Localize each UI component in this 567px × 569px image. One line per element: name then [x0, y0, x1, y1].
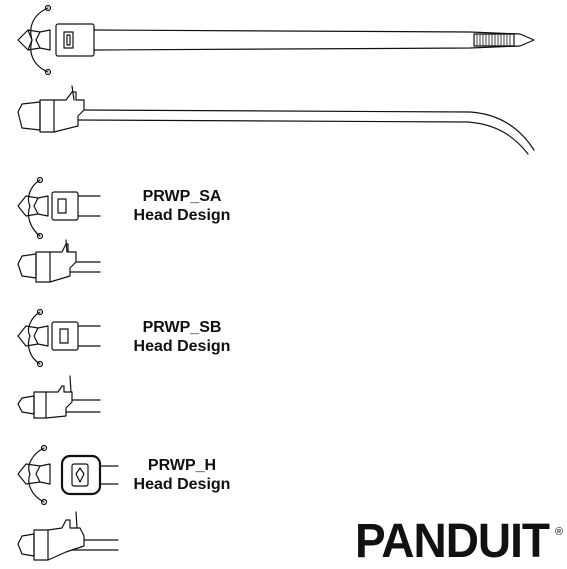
prwp-sb-caption: Head Design	[133, 338, 231, 355]
prwp-sa-label: PRWP_SA Head Design	[112, 187, 252, 225]
prwp-h-top-view	[17, 444, 119, 506]
full-tie-side-view	[17, 85, 535, 155]
prwp-sa-side-view	[17, 239, 101, 283]
logo-wordmark: PANDUIT	[355, 512, 550, 568]
prwp-sb-name: PRWP_SB	[142, 319, 222, 336]
prwp-sa-name: PRWP_SA	[142, 188, 222, 205]
prwp-sa-caption: Head Design	[133, 207, 231, 224]
prwp-h-label: PRWP_H Head Design	[112, 456, 252, 494]
registered-mark: ®	[555, 526, 564, 538]
panduit-logo: PANDUIT ®	[355, 512, 563, 568]
full-tie-top-view	[17, 4, 535, 76]
prwp-h-name: PRWP_H	[147, 457, 217, 474]
prwp-sb-top-view	[17, 308, 101, 368]
prwp-sb-label: PRWP_SB Head Design	[112, 318, 252, 356]
prwp-h-caption: Head Design	[133, 476, 231, 493]
prwp-sa-top-view	[17, 176, 101, 240]
prwp-h-side-view	[17, 511, 119, 561]
prwp-sb-side-view	[17, 375, 101, 419]
